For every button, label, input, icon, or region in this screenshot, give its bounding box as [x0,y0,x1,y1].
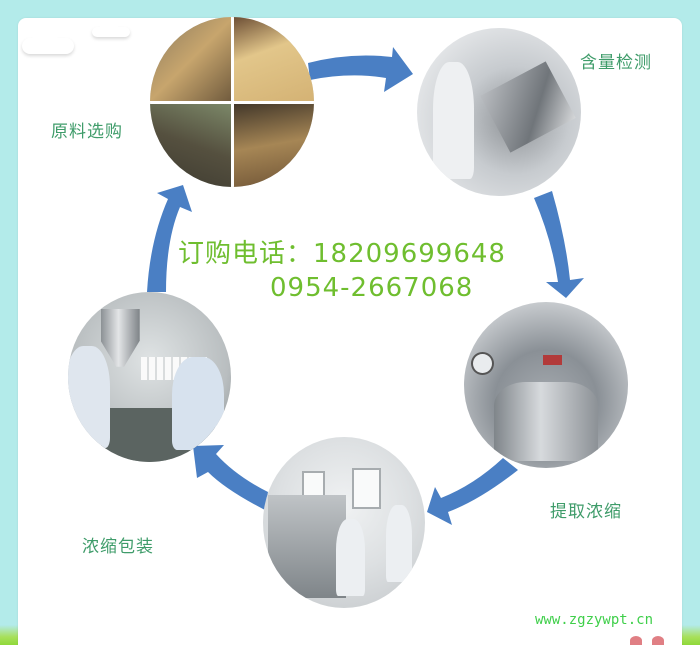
pressure-gauge [470,351,494,376]
filling-hopper [100,309,140,367]
order-phone: 订购电话：18209699648 [178,239,506,269]
window [352,467,382,509]
stage-photo-extraction [464,302,628,468]
landline-phone: 0954-2667068 [270,273,474,303]
stage-label-extraction: 提取浓缩 [550,502,622,522]
stage-photo-raw-material [150,17,314,187]
valve [542,355,563,366]
market-photo-4 [232,102,314,187]
market-photo-2 [232,17,314,102]
stage-label-raw-material: 原料选购 [51,122,123,142]
worker-figure [68,346,111,449]
watermark-url: www.zgzywpt.cn [535,612,654,628]
market-photo-1 [150,17,232,102]
arrow-right-icon [308,47,413,92]
arrow-down-icon [534,191,584,298]
worker-figure [335,519,366,597]
stage-photo-cleanroom [263,437,425,608]
arrow-down-left-icon [427,458,518,525]
stage-label-packaging: 浓缩包装 [82,537,154,557]
worker-figure [172,356,225,451]
extraction-tank [493,381,599,462]
divider [150,101,314,104]
stage-label-content-testing: 含量检测 [580,53,652,73]
worker-figure [386,505,413,583]
machine-figure [480,61,576,153]
stage-photo-content-testing [417,28,581,196]
flower-decoration [630,636,670,645]
cloud-icon [22,30,74,54]
cloud-icon [92,21,130,37]
worker-figure [433,61,475,180]
stage-photo-packaging [68,292,231,462]
market-photo-3 [150,102,232,187]
equipment-frame [267,495,346,598]
arrow-up-icon [147,185,192,292]
